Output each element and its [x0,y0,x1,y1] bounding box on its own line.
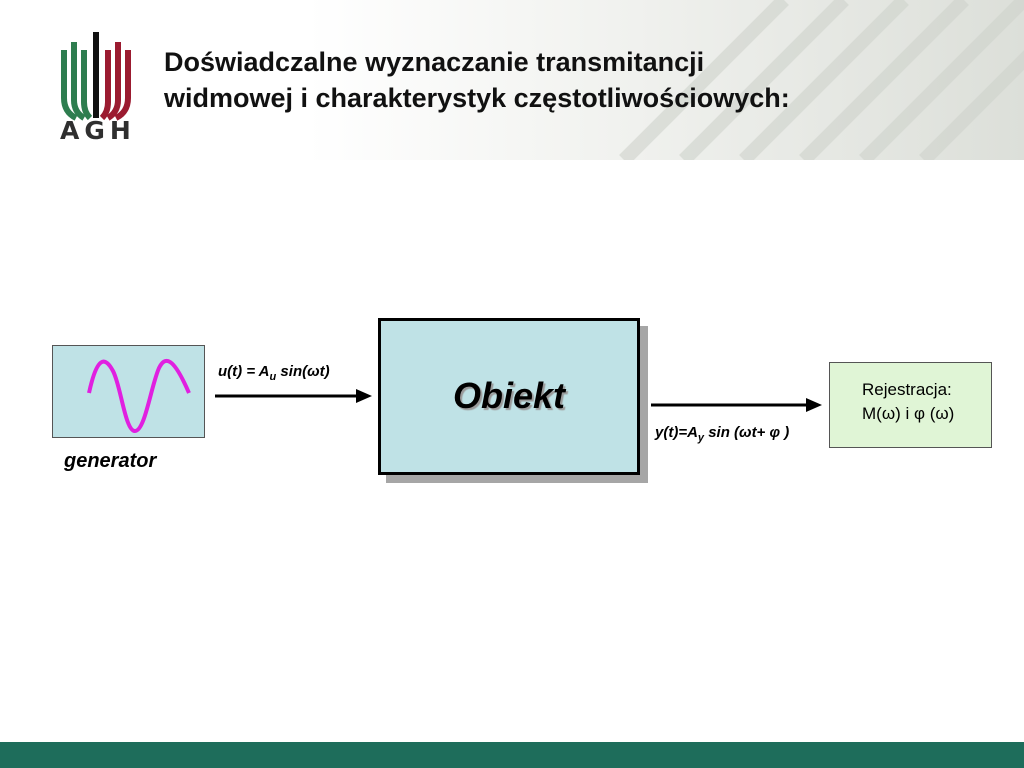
input-signal-formula: u(t) = Au sin(ωt) [218,363,330,383]
title-line-1: Doświadczalne wyznaczanie transmitancji [164,47,705,77]
generator-label: generator [64,450,157,472]
header-decoration [619,0,1024,160]
output-arrow [651,398,822,412]
slide-header [0,0,1024,160]
object-block: Obiekt [378,318,640,475]
logo-text: AGH [60,116,136,145]
registration-line-1: Rejestracja: [862,380,952,399]
slide-title: Doświadczalne wyznaczanie transmitancji … [164,44,1004,116]
title-line-2: widmowej i charakterystyk częstotliwości… [164,83,790,113]
generator-block [52,345,205,438]
registration-line-2: M(ω) i φ (ω) [862,404,955,423]
sine-wave-icon [87,358,191,434]
input-arrow [215,389,372,403]
registration-text: Rejestracja: M(ω) i φ (ω) [862,378,954,426]
output-signal-formula: y(t)=Ay sin (ωt+ φ ) [655,424,790,444]
object-label: Obiekt [452,375,566,416]
registration-block: Rejestracja: M(ω) i φ (ω) [829,362,992,448]
footer-bar [0,742,1024,768]
agh-logo-icon [61,32,131,121]
